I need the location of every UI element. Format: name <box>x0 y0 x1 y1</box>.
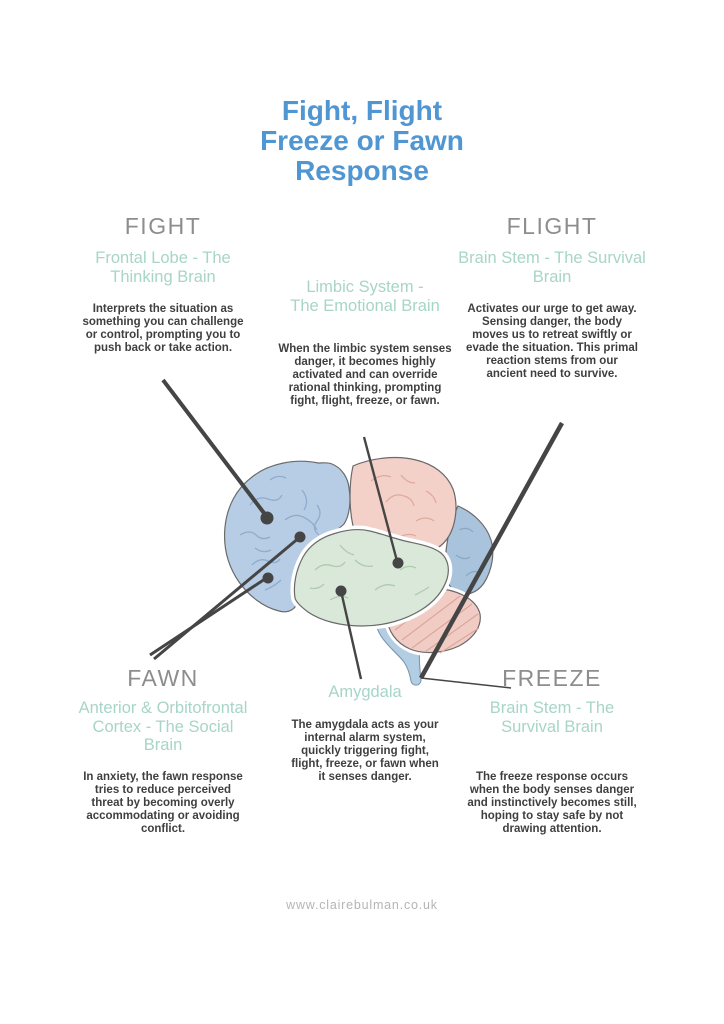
amygdala-label: Amygdala <box>328 683 402 701</box>
limbic-pointer-dot <box>392 557 404 569</box>
fight-section-subheader: Frontal Lobe - The Thinking Brain <box>95 249 231 286</box>
fawn-section-body: In anxiety, the fawn response tries to r… <box>83 771 243 835</box>
flight-section-body: Activates our urge to get away. Sensing … <box>466 303 638 380</box>
footer-url: www.clairebulman.co.uk <box>286 898 438 912</box>
frontal-sulci <box>239 475 321 591</box>
fight-pointer-dot <box>260 511 274 525</box>
occipital-sulci <box>455 527 479 577</box>
temporal-limbic-region <box>293 528 449 627</box>
flight-section-subheader: Brain Stem - The Survival Brain <box>458 249 646 286</box>
fawn-pointer-line-2 <box>153 535 301 661</box>
freeze-section-header: FREEZE <box>502 665 602 691</box>
amygdala-body: The amygdala acts as your internal alarm… <box>291 719 439 783</box>
fight-pointer-line <box>161 378 269 519</box>
limbic-section-subheader: Limbic System - The Emotional Brain <box>290 278 440 315</box>
fawn-pointer-dot-1 <box>262 572 274 584</box>
amygdala-pointer-line <box>339 590 363 680</box>
page-title: Fight, Flight Freeze or Fawn Response <box>0 96 724 186</box>
fawn-section-header: FAWN <box>127 665 199 691</box>
page-title-line1: Fight, Flight <box>281 95 443 126</box>
fight-section-body: Interprets the situation as something yo… <box>82 303 244 354</box>
limbic-section-body: When the limbic system senses danger, it… <box>278 343 452 407</box>
temporal-sulci <box>309 544 430 601</box>
limbic-pointer-line <box>362 436 399 562</box>
brain-lobes <box>223 456 494 686</box>
fawn-pointer-dot-2 <box>294 531 306 543</box>
freeze-section-subheader: Brain Stem - The Survival Brain <box>489 699 615 736</box>
page-title-line3: Response <box>295 155 429 186</box>
pointer-lines <box>149 378 564 689</box>
fight-section-header: FIGHT <box>124 213 202 239</box>
flight-pointer-line <box>419 421 564 680</box>
fawn-section-subheader: Anterior & Orbitofrontal Cortex - The So… <box>78 699 248 754</box>
flight-section-header: FLIGHT <box>506 213 598 239</box>
freeze-pointer-line <box>420 677 512 689</box>
fawn-pointer-line-1 <box>149 575 269 657</box>
freeze-section-body: The freeze response occurs when the body… <box>467 771 637 835</box>
page-title-line2: Freeze or Fawn <box>260 125 464 156</box>
